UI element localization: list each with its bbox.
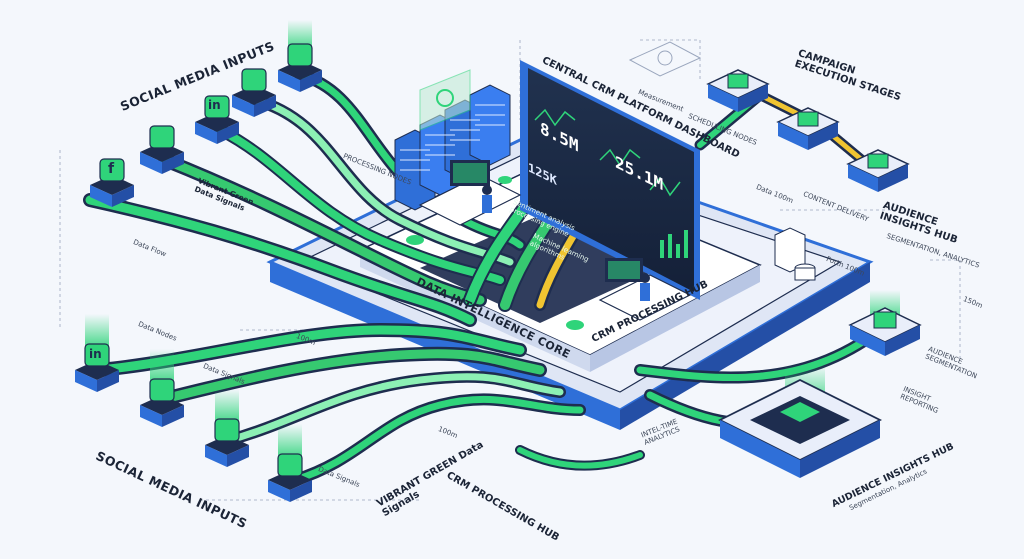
social-blocks-top — [90, 20, 322, 207]
target-icon — [628, 41, 702, 77]
hologram-icon — [419, 69, 471, 131]
facebook-icon: f — [108, 161, 115, 177]
storage-unit — [774, 227, 816, 281]
data-tubes-bottom-left — [93, 322, 586, 486]
workstation-top — [418, 160, 522, 226]
platform-nodes — [406, 176, 584, 330]
workstation-bottom — [598, 258, 692, 321]
campaign-stage-blocks — [706, 69, 910, 192]
audience-hub-block-right — [848, 290, 922, 356]
audience-hub-block-bottom — [717, 365, 883, 478]
linkedin-icon: in — [208, 98, 221, 112]
linkedin-icon-bottom: in — [89, 347, 102, 361]
central-dashboard-screen — [520, 60, 700, 300]
social-blocks-bottom — [75, 314, 312, 502]
